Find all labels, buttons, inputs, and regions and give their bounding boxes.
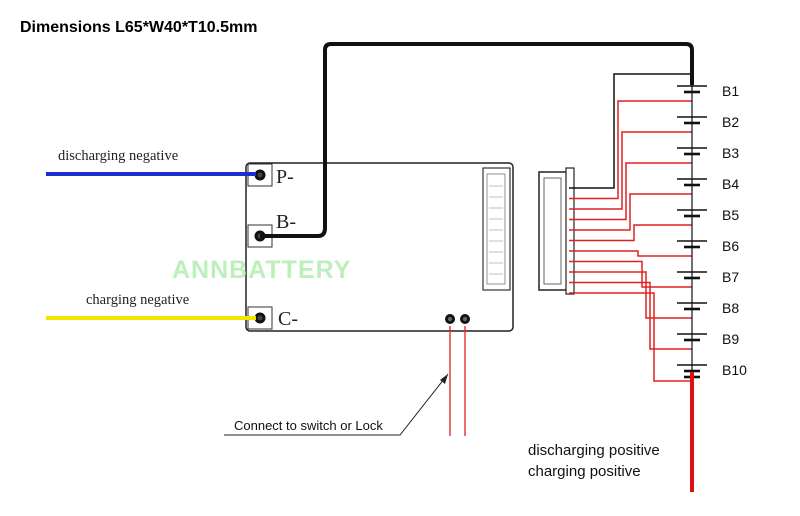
label-p-minus: P-	[276, 166, 294, 188]
balance-wire	[569, 281, 692, 350]
terminal-c-minus	[247, 306, 273, 330]
balance-wire	[569, 73, 692, 189]
switch-wires	[449, 326, 466, 436]
label-discharging-positive: discharging positive	[528, 442, 660, 459]
balance-wires	[569, 73, 692, 382]
switch-pads	[445, 314, 470, 324]
label-discharging-negative: discharging negative	[58, 148, 178, 164]
balance-wire	[569, 100, 692, 200]
cell-label-b1: B1	[722, 83, 739, 99]
cell-label-b9: B9	[722, 331, 739, 347]
balance-wire	[569, 131, 692, 210]
cell-label-b10: B10	[722, 362, 747, 378]
cell-label-b5: B5	[722, 207, 739, 223]
watermark-text: ANNBATTERY	[172, 256, 351, 284]
balance-wire	[569, 224, 692, 242]
battery-stack	[677, 84, 707, 379]
balance-plug	[538, 167, 575, 295]
balance-wire	[569, 292, 692, 382]
label-switch-note: Connect to switch or Lock	[234, 418, 383, 433]
cell-label-b3: B3	[722, 145, 739, 161]
switch-callout-line	[224, 373, 449, 436]
label-c-minus: C-	[278, 308, 298, 330]
label-b-minus: B-	[276, 211, 296, 233]
dimensions-title: Dimensions L65*W40*T10.5mm	[20, 19, 257, 36]
balance-wire	[569, 271, 692, 319]
label-charging-positive: charging positive	[528, 463, 641, 480]
bms-board	[245, 162, 514, 332]
cell-label-b8: B8	[722, 300, 739, 316]
cell-label-b2: B2	[722, 114, 739, 130]
terminal-p-minus	[247, 163, 273, 187]
cell-label-b7: B7	[722, 269, 739, 285]
battery-negative-wire	[260, 42, 694, 238]
cell-label-b4: B4	[722, 176, 739, 192]
balance-wire	[569, 260, 692, 288]
balance-wire	[569, 250, 692, 257]
switch-callout-arrowhead	[440, 374, 448, 384]
cell-label-b6: B6	[722, 238, 739, 254]
board-balance-connector	[482, 167, 511, 291]
balance-wire	[569, 193, 692, 231]
label-charging-negative: charging negative	[86, 292, 189, 308]
balance-wire	[569, 162, 692, 221]
